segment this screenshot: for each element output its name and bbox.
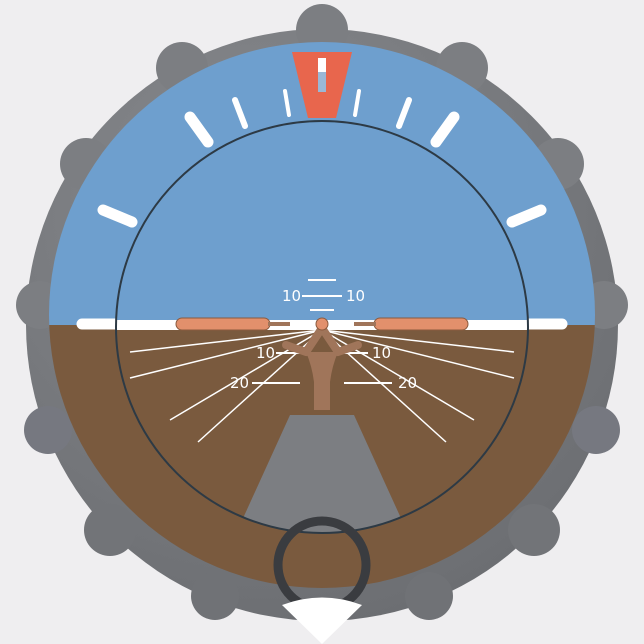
bank-scale	[76, 89, 568, 330]
pitch-ladder-down	[252, 352, 392, 384]
balloon-nozzle	[282, 597, 362, 644]
lower-panel	[224, 415, 420, 533]
bank-pointer-icon	[292, 52, 352, 118]
pitch-label-down20-right: 20	[398, 374, 417, 392]
pitch-label-up-left: 10	[282, 287, 301, 305]
inner-bezel	[115, 120, 529, 534]
aircraft-symbol-icon	[175, 317, 469, 410]
pitch-label-up-right: 10	[346, 287, 365, 305]
pitch-label-down10-left: 10	[256, 344, 275, 362]
pitch-label-down10-right: 10	[372, 344, 391, 362]
pitch-ladder-up	[302, 279, 342, 311]
pitch-label-down20-left: 20	[230, 374, 249, 392]
